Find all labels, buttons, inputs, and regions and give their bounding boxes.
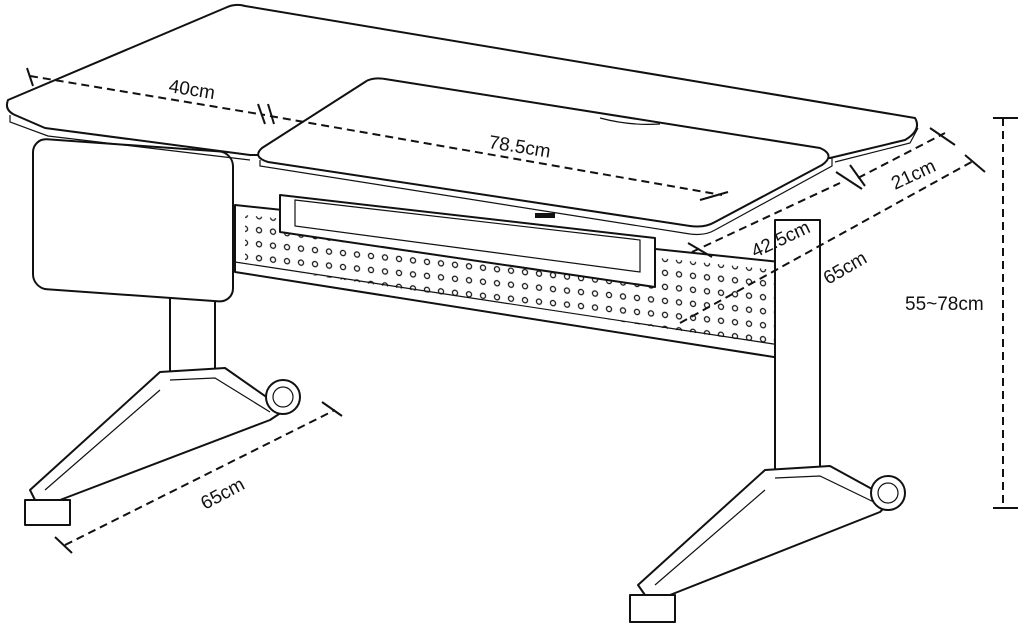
right-leg [629,219,906,623]
label-total-depth: 65cm [820,248,871,289]
left-leg [24,279,301,526]
desk-top [5,3,919,163]
drawer [279,194,656,288]
side-panel [32,138,234,303]
label-height-range: 55~78cm [905,294,984,315]
dimension-lines [26,67,1018,554]
label-right-wing-depth: 21cm [888,156,939,195]
label-foot-length: 65cm [197,474,248,514]
